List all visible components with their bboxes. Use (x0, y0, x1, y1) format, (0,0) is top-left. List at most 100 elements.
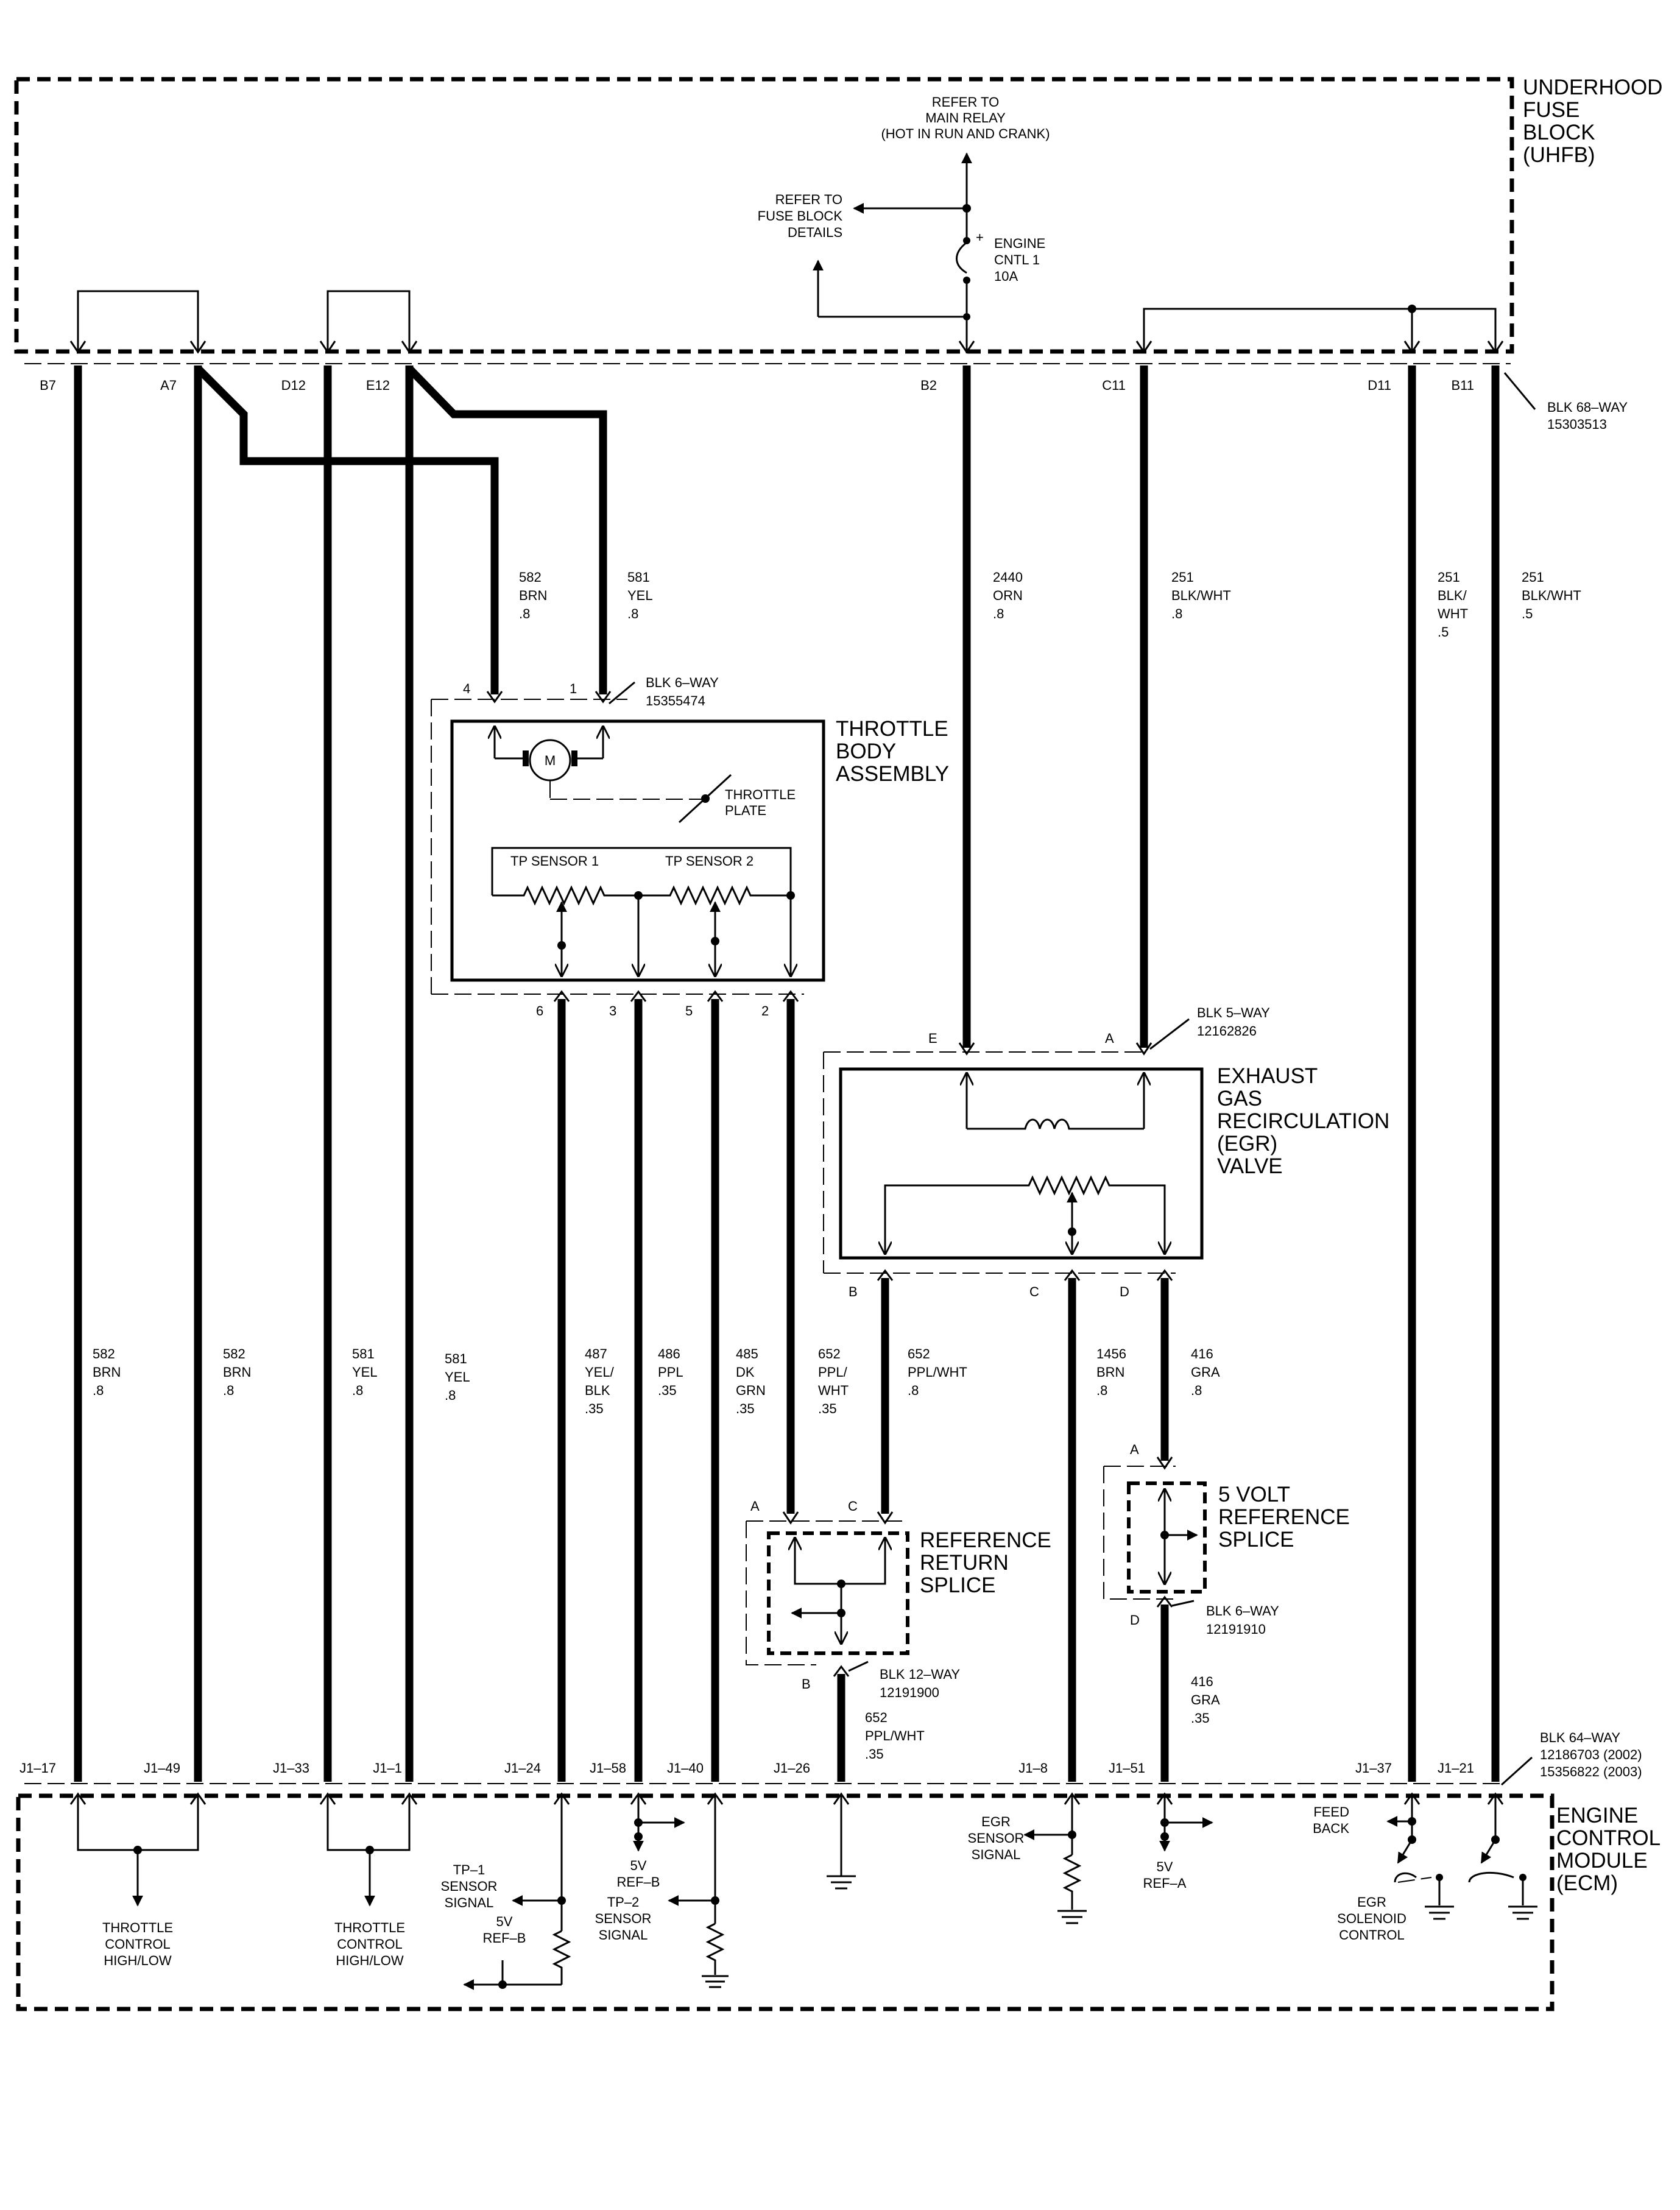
pin-b2: B2 (920, 378, 937, 393)
svg-text:TP–1: TP–1 (453, 1862, 485, 1877)
svg-text:FUSE: FUSE (1523, 98, 1579, 122)
svg-text:GRA: GRA (1191, 1692, 1220, 1707)
five-volt-title: 5 VOLT REFERENCE SPLICE (1218, 1483, 1350, 1552)
svg-text:+: + (976, 230, 984, 245)
svg-text:1456: 1456 (1096, 1346, 1126, 1361)
label-581-yel-j1-33: 581 YEL .8 (352, 1346, 378, 1398)
svg-text:.5: .5 (1522, 606, 1533, 621)
svg-text:FUSE BLOCK: FUSE BLOCK (758, 208, 843, 224)
label-581-yel-top: 581 YEL .8 (627, 570, 653, 621)
svg-text:J1–37: J1–37 (1355, 1760, 1392, 1776)
svg-text:MAIN RELAY: MAIN RELAY (925, 110, 1006, 125)
svg-text:REFER TO: REFER TO (932, 94, 999, 110)
tp1-signal-circuit: TP–1 SENSOR SIGNAL 5V REF–B (441, 1796, 571, 1990)
svg-text:5: 5 (685, 1003, 693, 1019)
svg-text:5V: 5V (496, 1914, 513, 1929)
svg-text:251: 251 (1171, 570, 1194, 585)
svg-text:RECIRCULATION: RECIRCULATION (1217, 1109, 1389, 1133)
svg-text:582: 582 (223, 1346, 245, 1361)
egr-valve-box (839, 1067, 1204, 1260)
svg-text:.8: .8 (1171, 606, 1182, 621)
svg-text:15355474: 15355474 (646, 693, 705, 708)
svg-text:B: B (849, 1284, 858, 1299)
uhfb-connector-label: BLK 68–WAY 15303513 (1503, 372, 1628, 432)
svg-text:M: M (545, 753, 556, 768)
five-volt-splice-icon (1160, 1489, 1198, 1584)
ecm-pin-labels: J1–17 J1–49 J1–33 J1–1 J1–24 J1–58 J1–40… (19, 1760, 1474, 1776)
pin-b7: B7 (40, 378, 56, 393)
svg-text:652: 652 (865, 1710, 888, 1725)
ref-return-connector: A C B (746, 1499, 908, 1692)
label-1456-brn: 1456 BRN .8 (1096, 1346, 1126, 1398)
svg-text:C: C (1029, 1284, 1039, 1299)
svg-text:BRN: BRN (1096, 1364, 1124, 1380)
svg-text:YEL: YEL (627, 588, 653, 603)
main-relay-reference: REFER TO MAIN RELAY (HOT IN RUN AND CRAN… (881, 94, 1050, 141)
svg-text:.8: .8 (908, 1383, 919, 1398)
svg-text:PPL/: PPL/ (818, 1364, 848, 1380)
svg-text:DK: DK (736, 1364, 755, 1380)
label-2440-orn: 2440 ORN .8 (993, 570, 1023, 621)
svg-text:J1–24: J1–24 (504, 1760, 541, 1776)
svg-text:652: 652 (818, 1346, 841, 1361)
svg-text:BRN: BRN (93, 1364, 121, 1380)
svg-text:THROTTLE: THROTTLE (334, 1920, 405, 1935)
label-582-brn-top: 582 BRN .8 (519, 570, 547, 621)
svg-text:BLK/: BLK/ (1438, 588, 1467, 603)
svg-text:J1–33: J1–33 (273, 1760, 309, 1776)
svg-text:CONTROL: CONTROL (337, 1936, 403, 1952)
svg-text:REFERENCE: REFERENCE (920, 1528, 1051, 1552)
svg-text:SIGNAL: SIGNAL (445, 1895, 494, 1910)
svg-text:ORN: ORN (993, 588, 1023, 603)
svg-text:CONTROL: CONTROL (105, 1936, 171, 1952)
svg-text:12186703 (2002): 12186703 (2002) (1540, 1747, 1642, 1762)
label-416-gra-35: 416 GRA .35 (1191, 1674, 1220, 1726)
svg-text:.8: .8 (352, 1383, 363, 1398)
svg-text:J1–40: J1–40 (667, 1760, 704, 1776)
svg-text:BLK 6–WAY: BLK 6–WAY (1206, 1603, 1279, 1619)
label-582-brn-j1-49: 582 BRN .8 (223, 1346, 251, 1398)
egr-signal-circuit: EGR SENSOR SIGNAL (968, 1796, 1087, 1924)
svg-text:D: D (1130, 1612, 1140, 1628)
svg-text:REFERENCE: REFERENCE (1218, 1505, 1350, 1529)
svg-text:BLK 5–WAY: BLK 5–WAY (1197, 1005, 1270, 1020)
pin-b11: B11 (1451, 378, 1474, 393)
svg-text:BACK: BACK (1313, 1821, 1349, 1836)
svg-text:PPL/WHT: PPL/WHT (908, 1364, 967, 1380)
label-485-dkgrn: 485 DK GRN .35 (736, 1346, 766, 1416)
svg-text:EGR: EGR (981, 1814, 1011, 1829)
svg-text:1: 1 (570, 681, 577, 696)
svg-text:BLK 12–WAY: BLK 12–WAY (880, 1667, 960, 1682)
svg-text:YEL: YEL (445, 1369, 470, 1385)
svg-text:CNTL 1: CNTL 1 (994, 252, 1040, 267)
throttle-connector-top: 4 1 BLK 6–WAY 15355474 (431, 675, 719, 994)
svg-text:581: 581 (352, 1346, 375, 1361)
svg-text:251: 251 (1438, 570, 1460, 585)
svg-text:MODULE: MODULE (1556, 1849, 1648, 1873)
uhfb-pin-arrows (69, 341, 1504, 354)
svg-text:EGR: EGR (1357, 1894, 1386, 1910)
svg-text:YEL/: YEL/ (585, 1364, 615, 1380)
svg-text:3: 3 (609, 1003, 616, 1019)
svg-text:C: C (848, 1499, 858, 1514)
throttle-control-circuit-2: THROTTLE CONTROL HIGH/LOW (326, 1796, 411, 1968)
svg-text:SIGNAL: SIGNAL (599, 1927, 648, 1943)
svg-text:BODY: BODY (836, 740, 896, 763)
egr-position-sensor (885, 1175, 1165, 1254)
svg-text:582: 582 (93, 1346, 115, 1361)
svg-text:4: 4 (463, 681, 470, 696)
label-251-blkwht-5b: 251 BLK/WHT .5 (1522, 570, 1581, 621)
svg-text:J1–26: J1–26 (774, 1760, 810, 1776)
pin-c11: C11 (1102, 378, 1126, 393)
ecm-outline (16, 1793, 1555, 2011)
throttle-body-title: THROTTLE BODY ASSEMBLY (836, 717, 949, 786)
svg-text:.8: .8 (993, 606, 1004, 621)
svg-text:J1–51: J1–51 (1109, 1760, 1145, 1776)
egr-valve-title: EXHAUST GAS RECIRCULATION (EGR) VALVE (1217, 1064, 1389, 1178)
label-487-yelblk: 487 YEL/ BLK .35 (585, 1346, 615, 1416)
svg-text:6: 6 (536, 1003, 543, 1019)
svg-text:SPLICE: SPLICE (920, 1573, 996, 1597)
ref-return-ground-icon (827, 1796, 856, 1890)
svg-text:.35: .35 (585, 1401, 604, 1416)
ecm-label: ENGINE CONTROL MODULE (ECM) (1556, 1804, 1661, 1895)
